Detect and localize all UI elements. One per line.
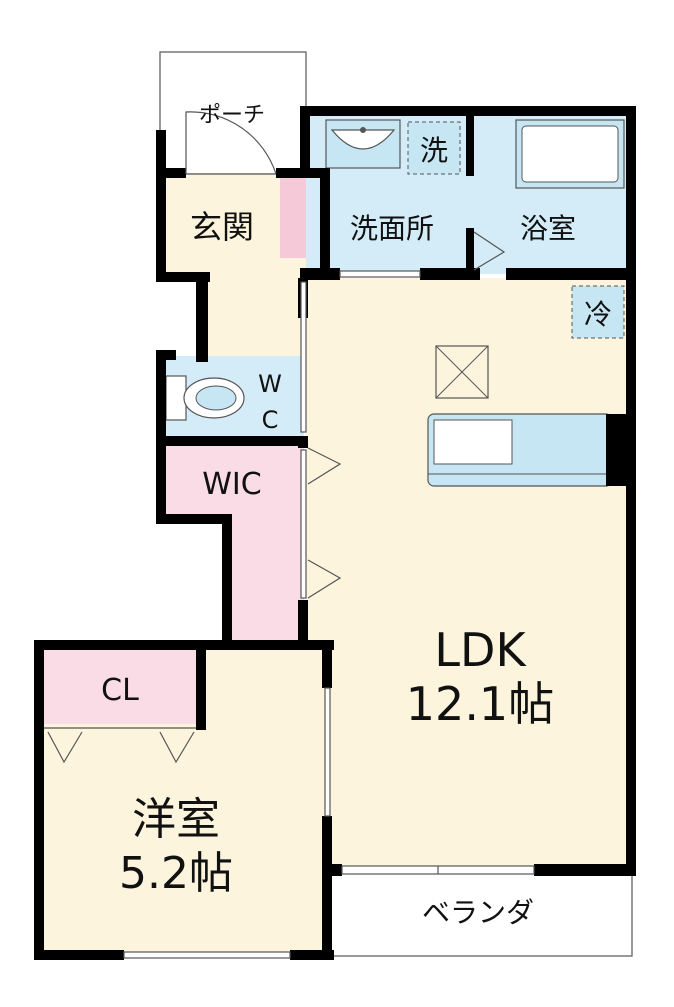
balcony-label: ベランダ bbox=[422, 896, 534, 929]
porch-label: ポーチ bbox=[199, 103, 265, 128]
closet-floor bbox=[42, 648, 198, 724]
ldk-label: LDK bbox=[434, 623, 527, 677]
entrance-door bbox=[185, 111, 277, 175]
fridge-space bbox=[571, 285, 625, 339]
wic-door-upper bbox=[307, 447, 342, 485]
ldk-size-label: 12.1帖 bbox=[406, 677, 554, 731]
toilet bbox=[165, 375, 245, 421]
fixtures bbox=[165, 119, 625, 487]
kitchen-sink bbox=[433, 419, 513, 465]
entrance-label: 玄関 bbox=[190, 208, 254, 246]
western-size-label: 5.2帖 bbox=[119, 848, 233, 899]
closet-door-left bbox=[47, 731, 83, 764]
wic-label: WIC bbox=[202, 467, 261, 502]
wc-label-1: W bbox=[258, 370, 282, 398]
western-window bbox=[123, 951, 291, 959]
closet-label: CL bbox=[101, 673, 139, 708]
washer-label: 洗 bbox=[420, 134, 448, 167]
closet-door-right bbox=[159, 731, 195, 764]
bath-label: 浴室 bbox=[520, 212, 576, 245]
bath-door bbox=[473, 231, 506, 271]
hallway-floor bbox=[205, 274, 305, 356]
walls bbox=[34, 106, 636, 960]
openings bbox=[44, 111, 535, 959]
porch-area bbox=[159, 51, 307, 175]
wc-label-2: C bbox=[262, 406, 279, 434]
washroom-label: 洗面所 bbox=[350, 212, 434, 245]
fridge-label: 冷 bbox=[584, 298, 612, 331]
wic-door-lower bbox=[307, 559, 342, 599]
washer-space bbox=[407, 121, 461, 175]
labels: ポーチ 玄関 洗面所 洗 浴室 冷 W C WIC LDK 12.1帖 CL 洋… bbox=[101, 103, 612, 929]
washroom-window bbox=[339, 270, 421, 278]
western-label: 洋室 bbox=[132, 794, 220, 845]
wic-floor bbox=[162, 444, 304, 640]
